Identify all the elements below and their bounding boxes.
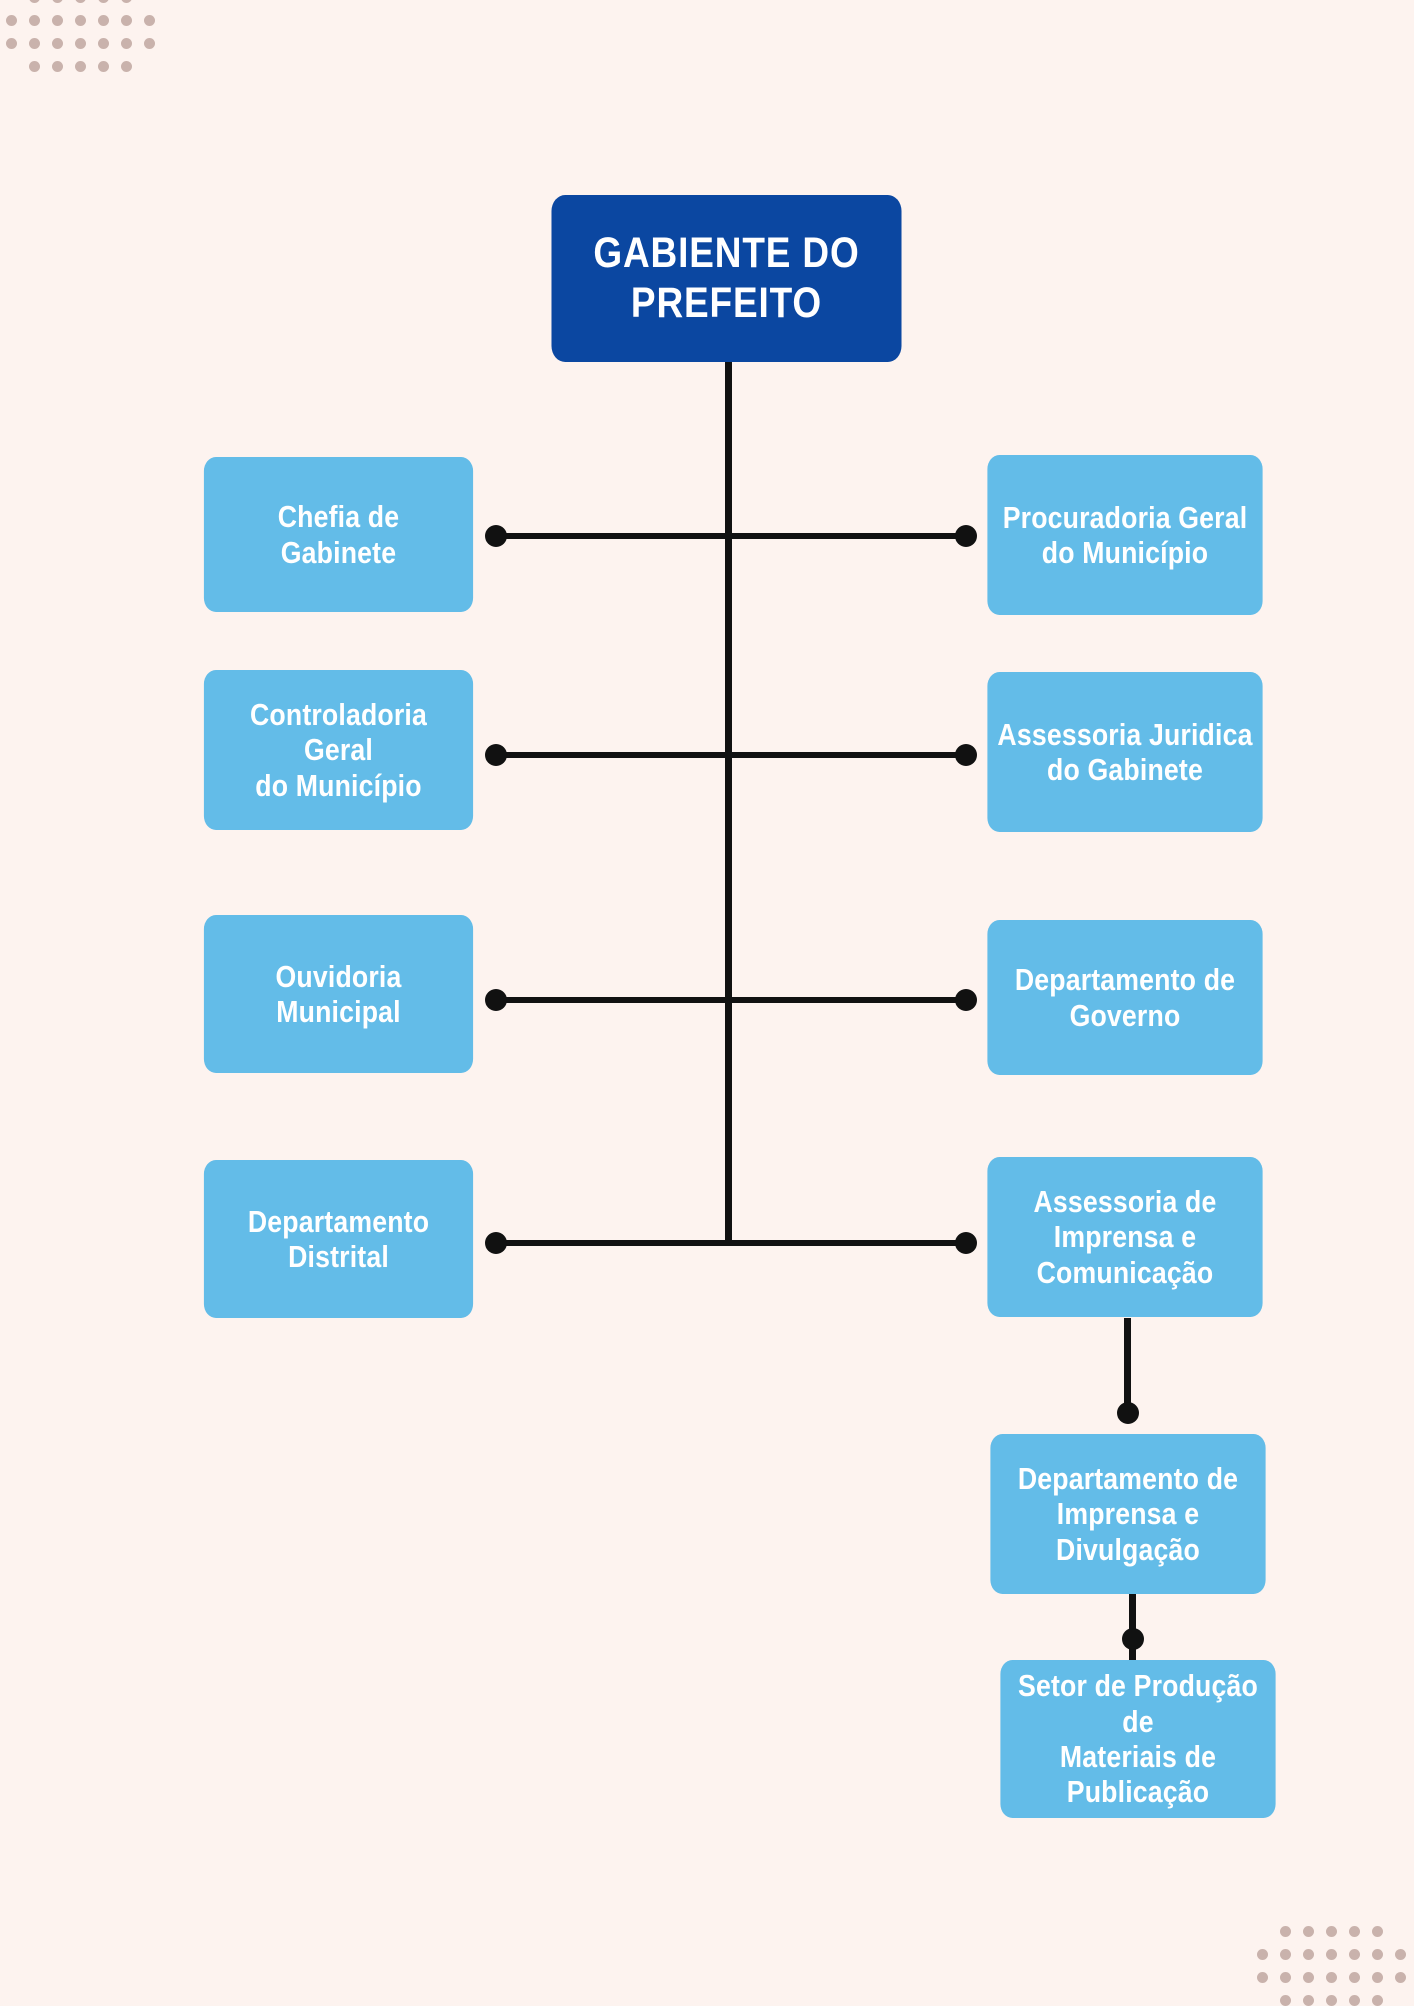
connector-row3-right (725, 997, 965, 1003)
connector-row1-left (495, 533, 730, 539)
node-controladoria-geral-do-municipio[interactable]: Controladoria Geral do Município (203, 670, 474, 830)
joint-row3-left (485, 989, 507, 1011)
joint-row2-left (485, 744, 507, 766)
connector-row4-right (725, 1240, 965, 1246)
joint-cascade-2 (1122, 1628, 1144, 1650)
connector-row2-left (495, 752, 730, 758)
node-chefia-de-gabinete[interactable]: Chefia de Gabinete (203, 457, 474, 612)
joint-row1-left (485, 525, 507, 547)
node-departamento-de-governo[interactable]: Departamento de Governo (987, 920, 1263, 1075)
node-assessoria-juridica-do-gabinete[interactable]: Assessoria Juridica do Gabinete (987, 672, 1263, 832)
node-departamento-de-imprensa-e-divulgacao[interactable]: Departamento de Imprensa e Divulgação (990, 1434, 1266, 1594)
connector-row2-right (725, 752, 965, 758)
connector-cascade-1 (1124, 1318, 1131, 1416)
node-departamento-distrital[interactable]: Departamento Distrital (203, 1160, 474, 1318)
connector-row1-right (725, 533, 965, 539)
decorative-dot-grid-bottom-right (1257, 1926, 1406, 2006)
node-root-gabinete-do-prefeito[interactable]: GABIENTE DO PREFEITO (551, 195, 902, 362)
connector-main-spine (725, 358, 732, 1240)
decorative-dot-grid-top-left (6, 0, 155, 72)
node-setor-de-producao-de-materiais-de-publicacao[interactable]: Setor de Produção de Materiais de Public… (1000, 1660, 1276, 1818)
joint-row1-right (955, 525, 977, 547)
joint-cascade-1 (1117, 1402, 1139, 1424)
node-assessoria-de-imprensa-e-comunicacao[interactable]: Assessoria de Imprensa e Comunicação (987, 1157, 1263, 1317)
joint-row4-left (485, 1232, 507, 1254)
joint-row2-right (955, 744, 977, 766)
node-procuradoria-geral-do-municipio[interactable]: Procuradoria Geral do Município (987, 455, 1263, 615)
connector-row4-left (495, 1240, 730, 1246)
node-ouvidoria-municipal[interactable]: Ouvidoria Municipal (203, 915, 474, 1073)
connector-row3-left (495, 997, 730, 1003)
joint-row4-right (955, 1232, 977, 1254)
joint-row3-right (955, 989, 977, 1011)
